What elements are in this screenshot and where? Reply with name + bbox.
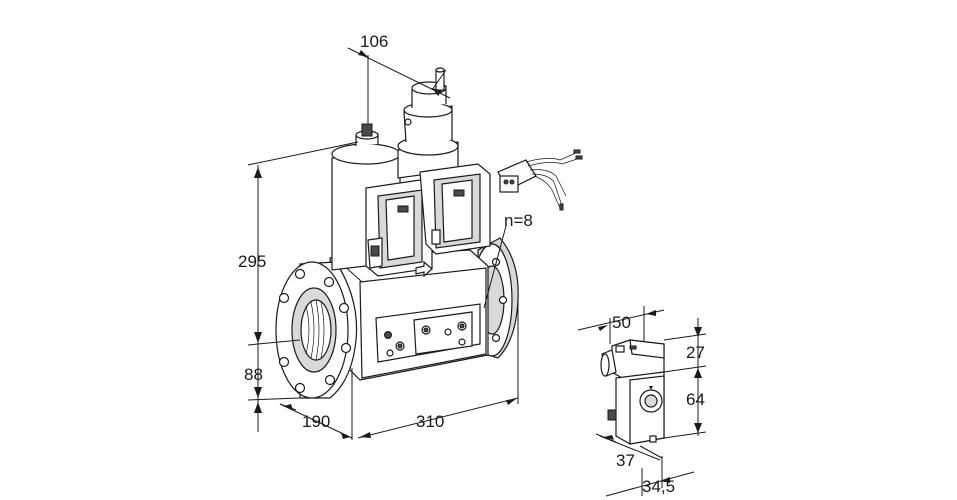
- valve-assembly: [275, 67, 583, 399]
- actuator-tower: [397, 67, 459, 179]
- bolt-count-label: n=8: [504, 211, 533, 230]
- coil-housing-right: [419, 163, 491, 255]
- connector-detail: [600, 339, 665, 445]
- dim-height-lower: 88: [244, 365, 263, 384]
- dim-connector-body-height: 64: [686, 390, 705, 409]
- dim-connector-depth: 37: [616, 451, 635, 470]
- inlet-flange: [275, 261, 358, 399]
- flow-arrow: [415, 260, 433, 278]
- dim-length: 310: [416, 412, 444, 431]
- dim-depth: 190: [302, 412, 330, 431]
- cable-plug: [497, 149, 583, 211]
- front-plate: [375, 303, 481, 363]
- dim-connector-width: 50: [612, 313, 631, 332]
- dim-top-width: 106: [360, 32, 388, 51]
- dim-height-total: 295: [238, 252, 266, 271]
- dimension-lines: [247, 47, 519, 440]
- dim-connector-offset: 34,5: [642, 477, 675, 496]
- coil-housing-left: [365, 179, 433, 277]
- dim-connector-top-height: 27: [686, 343, 705, 362]
- connector-dimension-lines: [577, 306, 707, 497]
